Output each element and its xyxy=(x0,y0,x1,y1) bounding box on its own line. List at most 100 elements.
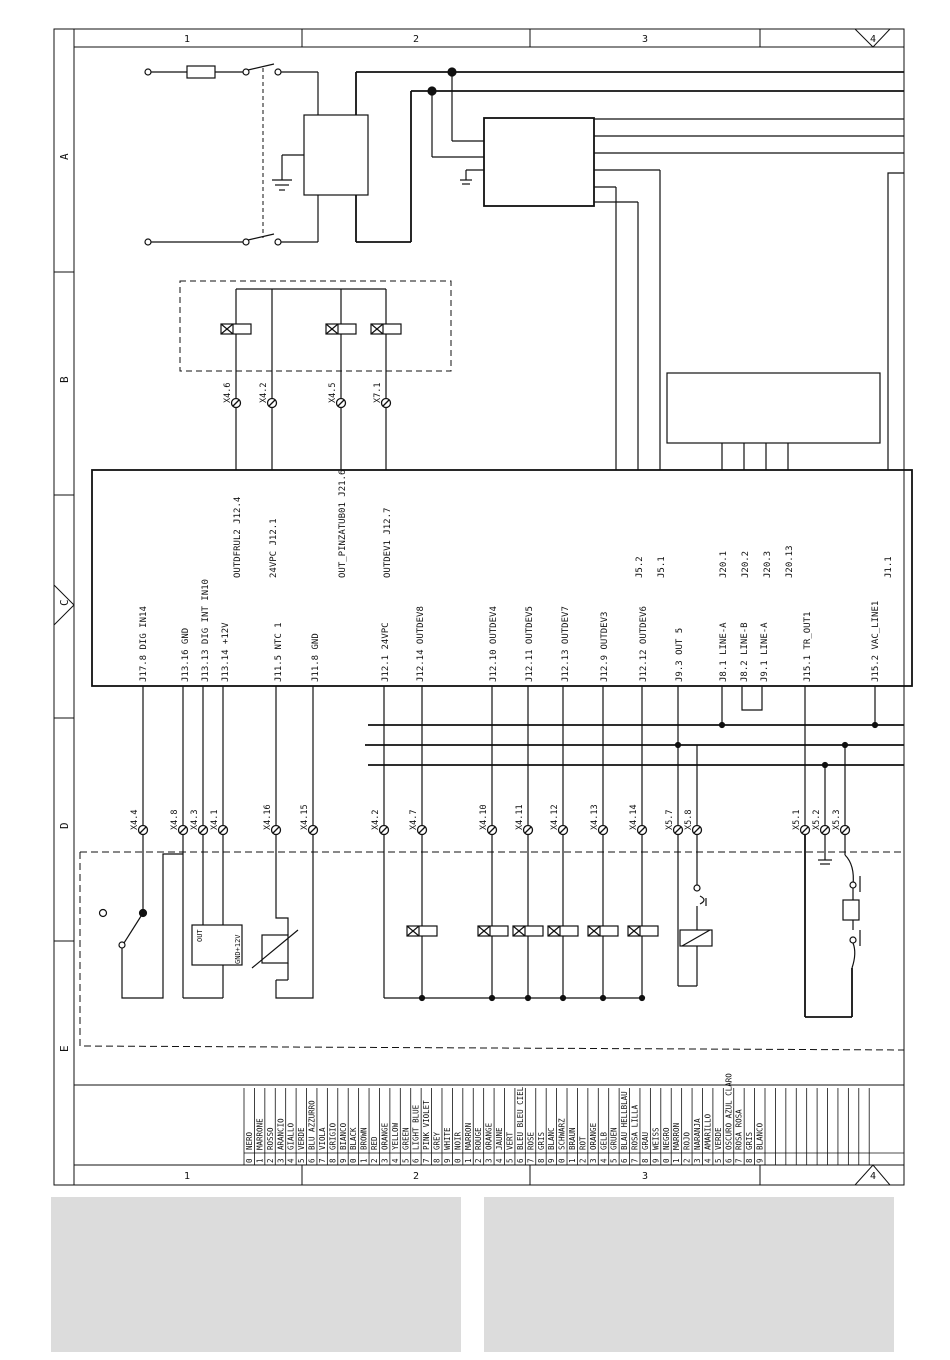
legend-color-name: WEISS xyxy=(651,1127,660,1150)
terminal-label: X7.1 xyxy=(373,383,383,403)
legend-code: 0 xyxy=(453,1158,462,1163)
legend-code: 5 xyxy=(610,1158,619,1163)
board-bottom-label: J13.13 DIG INT IN10 xyxy=(201,579,211,682)
legend-code: 1 xyxy=(255,1158,264,1163)
legend-code: 4 xyxy=(287,1158,296,1163)
legend-color-name: BLU AZZURRO xyxy=(308,1100,317,1150)
column-label-top: 4 xyxy=(870,34,876,45)
terminal-screw xyxy=(270,824,282,836)
board-bottom-label: J8.2 LINE-B xyxy=(740,622,750,682)
column-label-top: 2 xyxy=(413,34,419,45)
board-bottom-label: J11.5 NTC 1 xyxy=(274,622,284,682)
legend-code: 5 xyxy=(297,1158,306,1163)
board-top-label: OUTDFRUL2 J12.4 xyxy=(233,497,243,578)
legend-color-name: GREEN xyxy=(401,1127,410,1150)
legend-color-name: GRIS xyxy=(745,1131,754,1150)
terminal-label: X5.8 xyxy=(684,810,694,830)
terminal-label: X4.7 xyxy=(409,810,419,830)
terminal-label: X4.1 xyxy=(210,810,220,830)
terminal-label: X5.2 xyxy=(812,810,822,830)
board-bottom-label: J17.8 DIG IN14 xyxy=(139,606,149,682)
legend-color-name: MARRON xyxy=(464,1123,473,1150)
board-top-label: OUT_PINZATUB01 J21.6 xyxy=(338,470,348,578)
drawing-frame xyxy=(53,28,905,1186)
legend-color-name: ROSE xyxy=(526,1131,535,1150)
legend-color-name: BLANCO xyxy=(756,1122,765,1150)
legend-code: 2 xyxy=(474,1158,483,1163)
legend-color-name: GRIGIO xyxy=(328,1122,337,1150)
legend-color-name: VERDE xyxy=(297,1127,306,1150)
legend-color-name: BLEU BLEU CIEL xyxy=(516,1086,525,1150)
legend-color-name: ROJO xyxy=(683,1131,692,1150)
board-bottom-label: J15.1 TR_OUT1 xyxy=(803,612,813,682)
board-bottom-label: J12.9 OUTDEV3 xyxy=(600,612,610,682)
board-bottom-label: J11.8 GND xyxy=(311,633,321,682)
legend-color-name: BIANCO xyxy=(339,1122,348,1150)
legend-code: 8 xyxy=(745,1158,754,1163)
legend-code: 1 xyxy=(568,1158,577,1163)
legend-color-name: ROT xyxy=(578,1136,587,1150)
legend-code: 4 xyxy=(391,1158,400,1163)
board-bottom-label: J12.13 OUTDEV7 xyxy=(561,606,571,682)
board-bottom-label: J12.1 24VPC xyxy=(381,622,391,682)
board-bottom-label: J12.10 OUTDEV4 xyxy=(489,606,499,682)
terminal-label: X4.4 xyxy=(130,810,140,830)
wire-color-legend: 0NERO1MARRONE2ROSSO3ARANCIO4GIALLO5VERDE… xyxy=(245,1073,765,1163)
legend-code: 8 xyxy=(433,1158,442,1163)
column-label-bottom: 3 xyxy=(642,1171,648,1182)
legend-color-name: ROSA ROSA xyxy=(735,1109,744,1150)
column-label-bottom: 1 xyxy=(184,1171,190,1182)
terminal-label: X4.11 xyxy=(515,804,525,830)
legend-code: 5 xyxy=(401,1158,410,1163)
board-bottom-label: J12.14 OUTDEV8 xyxy=(416,606,426,682)
legend-code: 6 xyxy=(724,1158,733,1163)
legend-code: 9 xyxy=(339,1158,348,1163)
legend-code: 5 xyxy=(714,1158,723,1163)
terminal-screw xyxy=(636,824,648,836)
legend-color-name: SCHWARZ xyxy=(558,1118,567,1150)
legend-color-name: GRIS xyxy=(537,1131,546,1150)
legend-code: 7 xyxy=(318,1158,327,1163)
legend-code: 8 xyxy=(537,1158,546,1163)
legend-color-name: OSCURO AZUL CLARO xyxy=(724,1073,733,1150)
terminal-screw xyxy=(177,824,189,836)
controller-board-labels: OUTDFRUL2 J12.4 24VPC J12.1 OUT_PINZATUB01… xyxy=(139,470,894,682)
legend-color-name: MARRON xyxy=(672,1123,681,1150)
board-top-label: 24VPC J12.1 xyxy=(269,518,279,578)
legend-code: 0 xyxy=(349,1158,358,1163)
legend-code: 1 xyxy=(360,1158,369,1163)
legend-color-name: RED xyxy=(370,1136,379,1150)
legend-color-name: ROSSO xyxy=(266,1127,275,1150)
column-label-bottom: 2 xyxy=(413,1171,419,1182)
legend-code: 1 xyxy=(672,1158,681,1163)
terminal-screw xyxy=(557,824,569,836)
board-bottom-label: J9.3 OUT 5 xyxy=(675,628,685,682)
legend-code: 7 xyxy=(631,1158,640,1163)
row-label: C xyxy=(58,599,71,606)
legend-code: 2 xyxy=(578,1158,587,1163)
legend-color-name: VERT xyxy=(506,1131,515,1150)
legend-color-name: BROWN xyxy=(360,1127,369,1150)
legend-color-name: GELB xyxy=(599,1131,608,1150)
legend-code: 5 xyxy=(506,1158,515,1163)
legend-code: 3 xyxy=(589,1158,598,1163)
legend-color-name: ORANGE xyxy=(485,1122,494,1150)
terminal-label: X4.16 xyxy=(263,804,273,830)
terminal-screw xyxy=(819,824,831,836)
legend-color-name: ORANGE xyxy=(380,1122,389,1150)
schematic xyxy=(79,63,913,1165)
terminal-label: X5.1 xyxy=(792,810,802,830)
terminal-label: X4.2 xyxy=(259,383,269,403)
terminal-screw xyxy=(486,824,498,836)
legend-color-name: AMARILLO xyxy=(703,1113,712,1150)
legend-color-name: VIOLA xyxy=(318,1127,327,1150)
row-label: D xyxy=(58,822,71,829)
blank-panel-right xyxy=(484,1197,894,1352)
terminal-label: X4.12 xyxy=(550,804,560,830)
legend-color-name: ARANCIO xyxy=(276,1118,285,1150)
legend-color-name: ORANGE xyxy=(589,1122,598,1150)
sensor-out-label: OUT xyxy=(196,929,204,942)
